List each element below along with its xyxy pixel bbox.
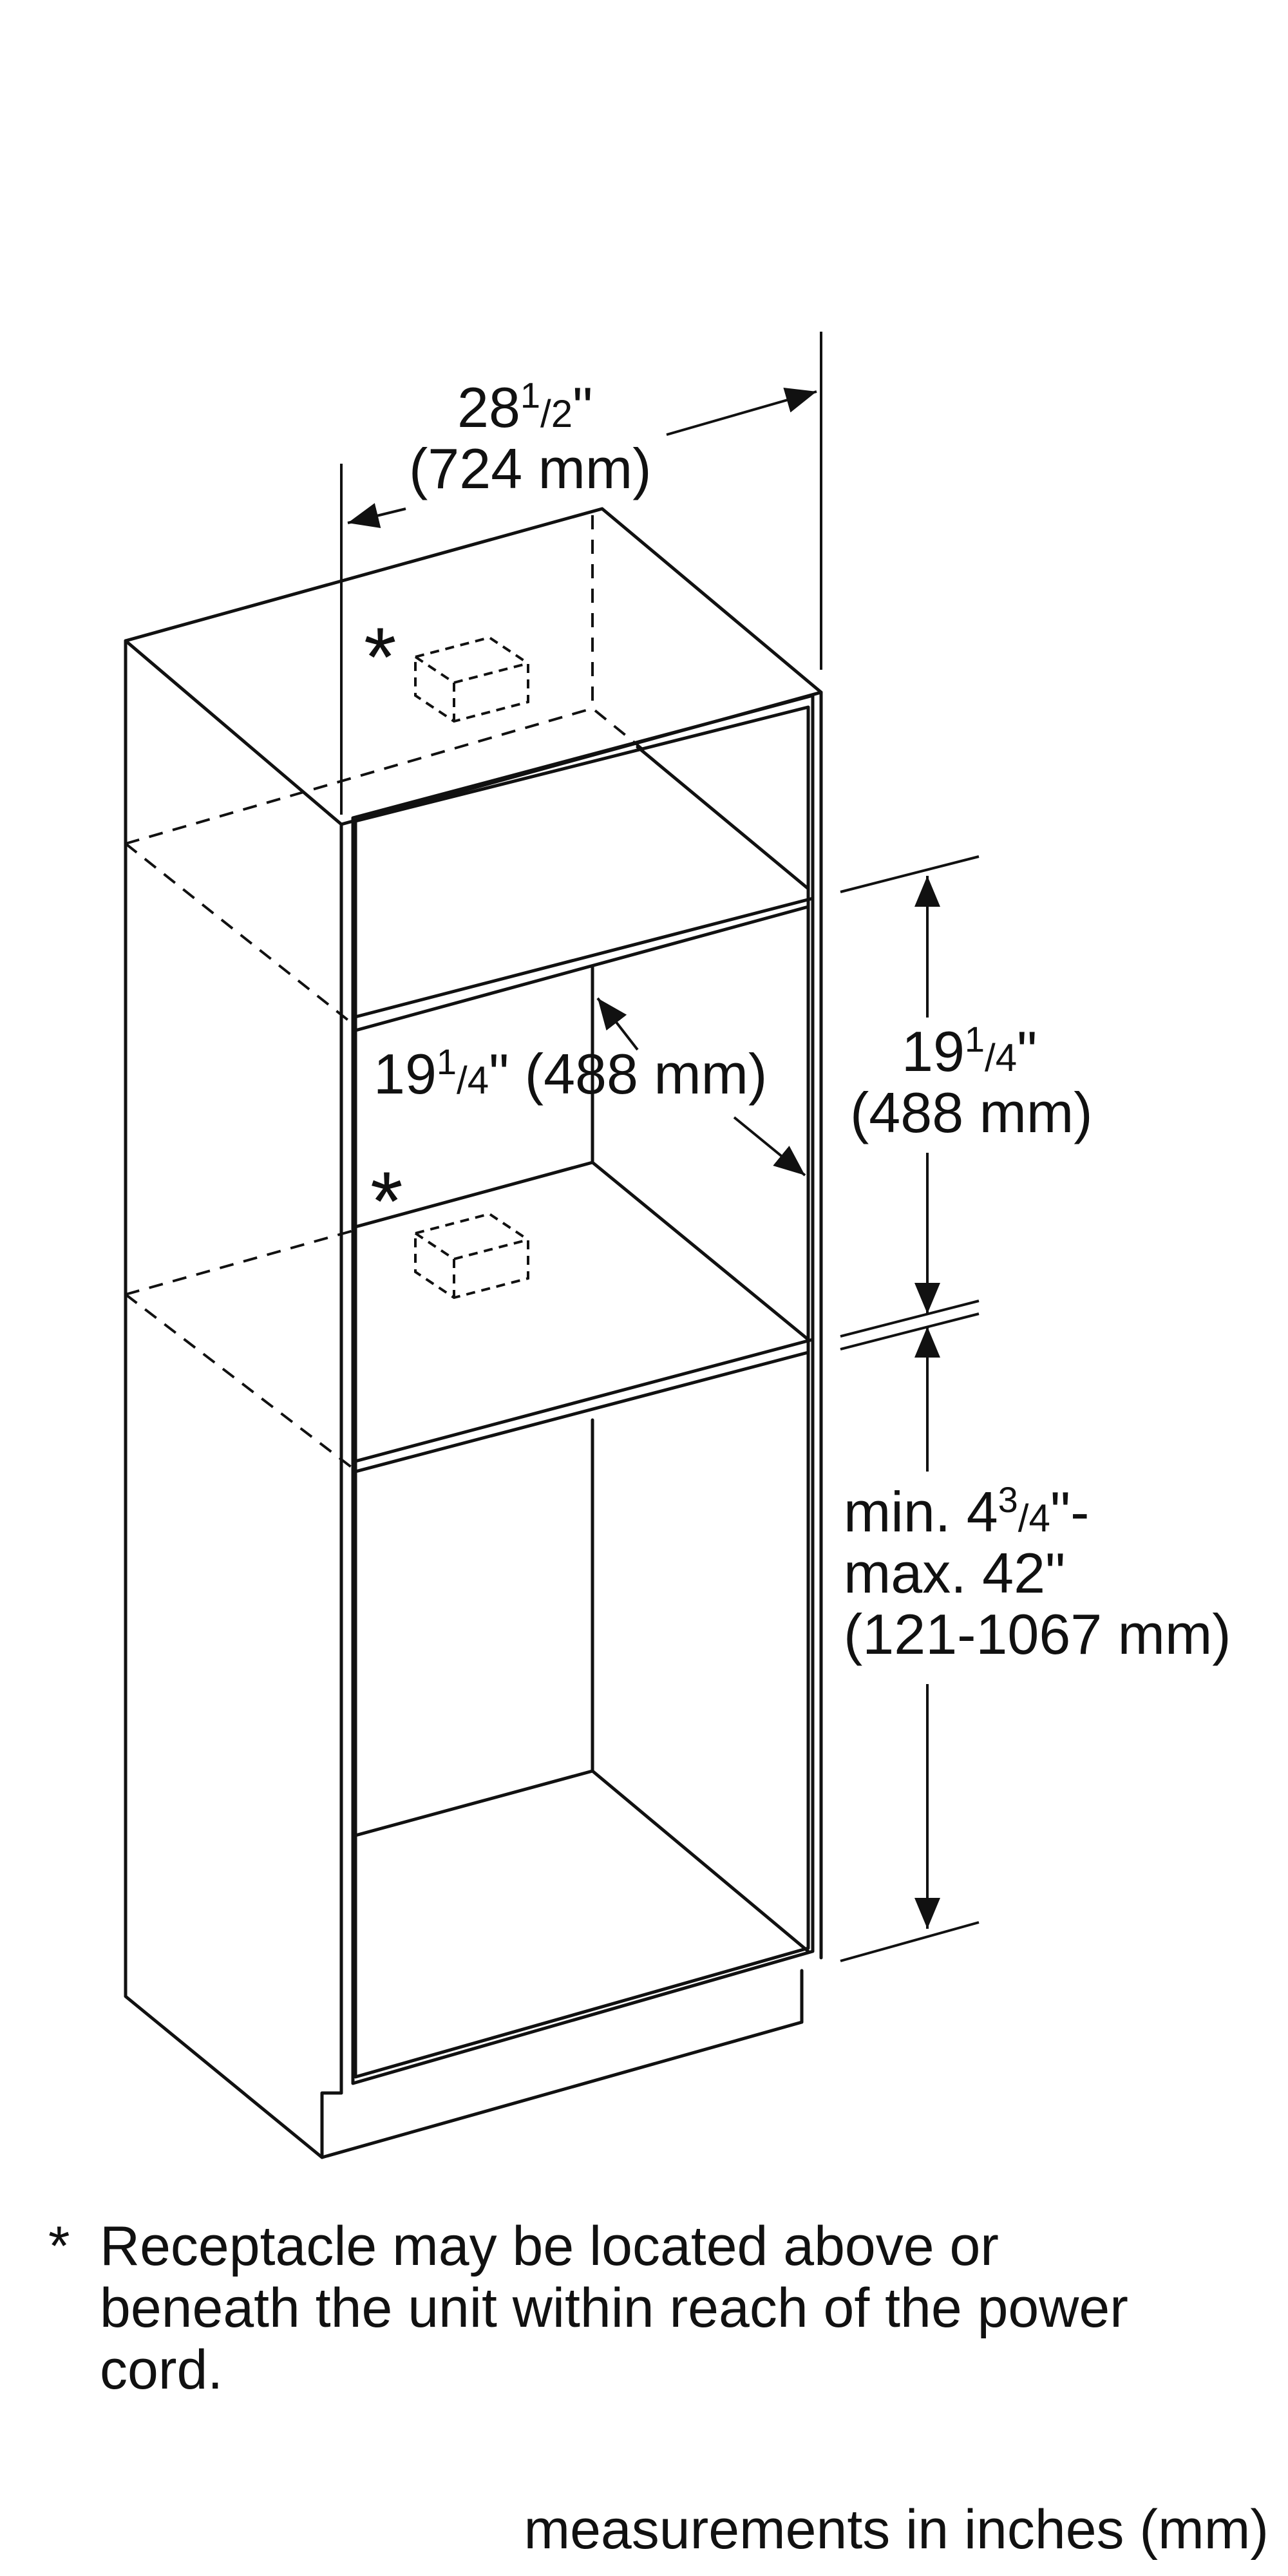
opening-inner-frame (354, 705, 810, 2079)
receptacle-top-icon (414, 636, 529, 723)
height-whole: 19 (902, 1019, 965, 1083)
top-compartment-shelf (351, 896, 815, 1019)
depth-num: 1 (436, 1041, 457, 1082)
top-compartment-inner-diagonal (636, 745, 810, 891)
gap-min-suffix: "- (1050, 1480, 1090, 1544)
receptacle-top-marker: * (364, 610, 397, 704)
width-num: 1 (520, 375, 541, 415)
gap-min-prefix: min. 4 (844, 1480, 998, 1544)
gap-metric-label: (121-1067 mm) (844, 1602, 1231, 1666)
gap-min-num: 3 (998, 1479, 1018, 1520)
hidden-top-back-left (125, 706, 645, 845)
opening-outer-frame (351, 694, 815, 2085)
depth-arrow-up (596, 997, 639, 1051)
height-ext-mid-2 (840, 1312, 980, 1350)
depth-metric: (488 mm) (524, 1042, 768, 1106)
width-arrow-right (666, 388, 817, 436)
height-ext-bottom (840, 1921, 980, 1962)
top-compartment-shelf-2 (354, 905, 810, 1032)
width-arrow-left (347, 503, 406, 529)
width-den: 2 (551, 392, 573, 435)
height-ext-mid-1 (840, 1300, 980, 1338)
width-metric-label: (724 mm) (409, 437, 652, 500)
footnote-marker: * (48, 2215, 70, 2277)
height-ext-top (840, 855, 980, 893)
height-label: 191/4" (902, 1019, 1037, 1083)
depth-label: 191/4" (488 mm) (374, 1041, 768, 1106)
units-note: measurements in inches (mm) (524, 2499, 1269, 2561)
hidden-mid-side-diagonal (124, 1293, 354, 1470)
gap-max-label: max. 42" (844, 1541, 1066, 1605)
receptacle-mid-icon (414, 1212, 529, 1300)
depth-whole: 19 (374, 1042, 437, 1106)
hidden-mid-back-left (125, 1229, 356, 1296)
height-den: 4 (995, 1036, 1018, 1079)
oven-bottom-shelf (351, 1338, 815, 1464)
gap-min-den: 4 (1028, 1497, 1050, 1540)
cabinet-toe-kick (320, 1969, 804, 2159)
oven-floor-back (354, 1160, 810, 1341)
cabinet-top-face (124, 507, 823, 826)
oven-bottom-shelf-2 (354, 1350, 810, 1473)
height-metric-label: (488 mm) (850, 1081, 1093, 1144)
depth-arrow-down (733, 1116, 806, 1177)
width-whole: 28 (457, 375, 520, 439)
cabinet-left-side (124, 639, 343, 2159)
hidden-top-side-diagonal (124, 842, 354, 1025)
depth-den: 4 (467, 1059, 489, 1102)
receptacle-mid-marker: * (370, 1154, 403, 1248)
footnote-text: Receptacle may be located above or benea… (100, 2215, 1128, 2401)
width-label: 281/2" (457, 375, 593, 439)
lower-floor-back (354, 1769, 810, 1953)
gap-min-label: min. 43/4"- (844, 1479, 1090, 1544)
height-num: 1 (964, 1019, 985, 1059)
